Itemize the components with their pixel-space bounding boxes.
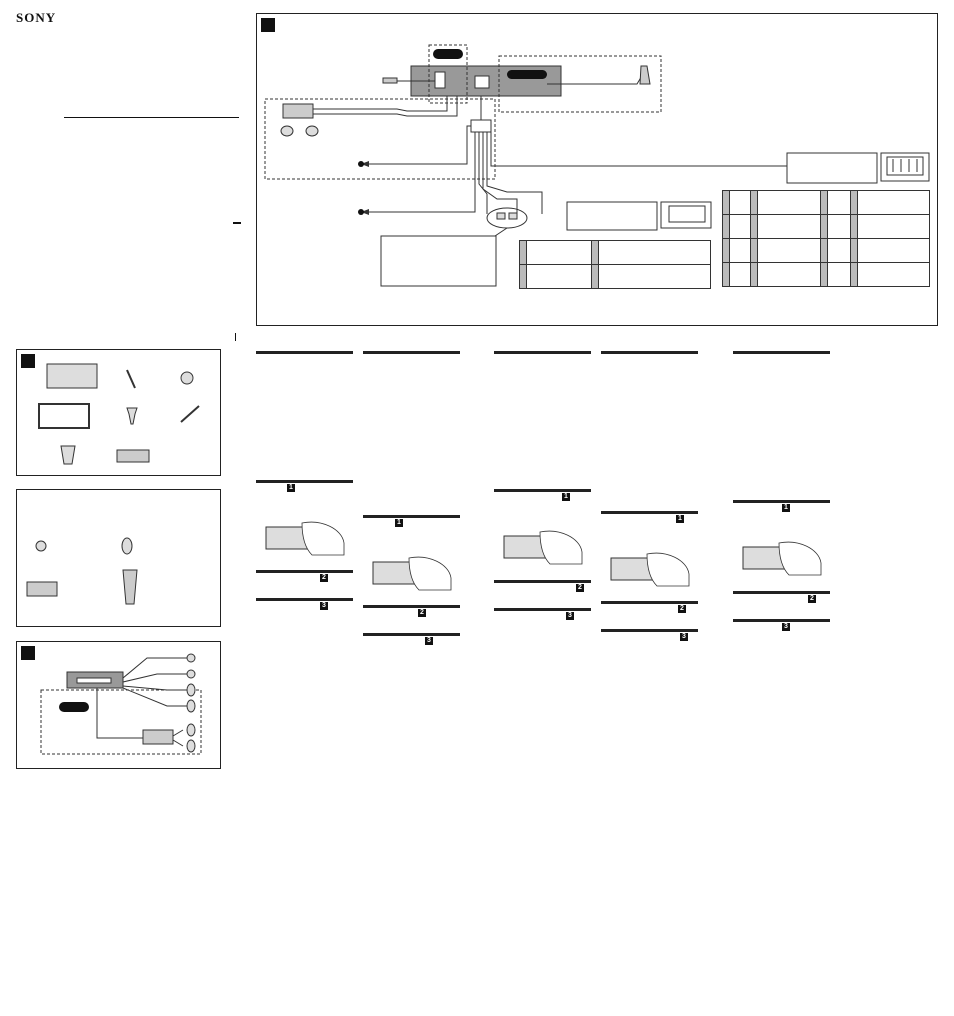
note-box	[380, 235, 497, 287]
col5-step2-rule	[733, 591, 830, 594]
col1-step2-rule	[256, 570, 353, 573]
antenna-adapter	[122, 569, 138, 605]
release-key	[126, 369, 136, 389]
block-connector	[26, 581, 58, 597]
dashed-box-antenna	[498, 55, 662, 113]
antenna-plug	[639, 65, 651, 85]
bracket-part	[180, 405, 200, 423]
head-unit-port	[434, 71, 446, 89]
col5-step3-rule	[733, 619, 830, 622]
hand-illustration-5	[742, 541, 822, 576]
dashed-box-left	[264, 98, 496, 180]
col2-step2-rule	[363, 605, 460, 608]
wiring-diagram-svg	[264, 44, 930, 287]
clip-part	[60, 445, 76, 465]
col2-step3-num: 3	[425, 637, 433, 645]
frame-part	[38, 403, 90, 429]
col3-step1-rule	[494, 489, 591, 492]
main-note-box	[786, 152, 878, 184]
bar-mark	[235, 333, 236, 341]
hand-illustration-4	[610, 552, 690, 587]
hand-illustration-1	[265, 521, 345, 556]
col4-step2-rule	[601, 601, 698, 604]
amplifier-panel	[16, 641, 221, 769]
col4-step1-num: 1	[676, 515, 684, 523]
parts-list-panel	[16, 349, 221, 476]
col5-step3-num: 3	[782, 623, 790, 631]
head-unit-connector	[474, 75, 490, 89]
rca-plug	[382, 77, 398, 84]
col3-step3-num: 3	[566, 612, 574, 620]
oval-connector	[121, 537, 133, 555]
wiring-diagram-panel	[256, 13, 938, 326]
connectors-svg	[26, 537, 138, 605]
col4-step1-rule	[601, 511, 698, 514]
round-connector	[35, 540, 47, 552]
col4-step3-rule	[601, 629, 698, 632]
harness-part	[116, 449, 150, 463]
hand-illustration-2	[372, 556, 452, 591]
amp-harness	[142, 729, 174, 745]
title-rule	[64, 117, 239, 118]
col1-step1-rule	[256, 480, 353, 483]
screw-part	[126, 407, 138, 425]
connectors-panel	[16, 489, 221, 627]
col3-heading-rule	[494, 351, 591, 354]
col5-step2-num: 2	[808, 595, 816, 603]
col4-step2-num: 2	[678, 605, 686, 613]
label-pill-2	[507, 70, 547, 79]
col2-step3-rule	[363, 633, 460, 636]
dash-mark	[233, 222, 241, 224]
sony-logo: SONY	[16, 10, 57, 25]
pin-table-large	[722, 190, 930, 287]
power-note-box	[566, 201, 658, 231]
mounting-screw	[180, 371, 194, 385]
parts-badge	[21, 354, 35, 368]
label-pill-1	[433, 49, 463, 59]
pin-table-small	[519, 240, 711, 289]
col2-step1-num: 1	[395, 519, 403, 527]
col1-step2-num: 2	[320, 574, 328, 582]
col2-heading-rule	[363, 351, 460, 354]
col2-step1-rule	[363, 515, 460, 518]
amp-badge	[21, 646, 35, 660]
col1-step1-num: 1	[287, 484, 295, 492]
col5-step1-rule	[733, 500, 830, 503]
col5-heading-rule	[733, 351, 830, 354]
col4-heading-rule	[601, 351, 698, 354]
col4-step3-num: 3	[680, 633, 688, 641]
unit-label-pill	[59, 702, 89, 712]
col1-heading-rule	[256, 351, 353, 354]
col3-step2-num: 2	[576, 584, 584, 592]
iso-connector	[880, 152, 930, 182]
col1-step3-rule	[256, 598, 353, 601]
panel-badge	[261, 18, 275, 32]
dashed-box-top	[428, 44, 468, 104]
parts-svg	[38, 363, 200, 465]
hand-illustration-3	[503, 530, 583, 565]
col5-step1-num: 1	[782, 504, 790, 512]
col3-step2-rule	[494, 580, 591, 583]
col2-step2-num: 2	[418, 609, 426, 617]
amplifier-svg	[40, 653, 202, 755]
amp-block	[282, 103, 314, 119]
mounting-sleeve	[46, 363, 98, 389]
harness-connector	[470, 119, 492, 133]
col1-step3-num: 3	[320, 602, 328, 610]
col3-step1-num: 1	[562, 493, 570, 501]
col3-step3-rule	[494, 608, 591, 611]
